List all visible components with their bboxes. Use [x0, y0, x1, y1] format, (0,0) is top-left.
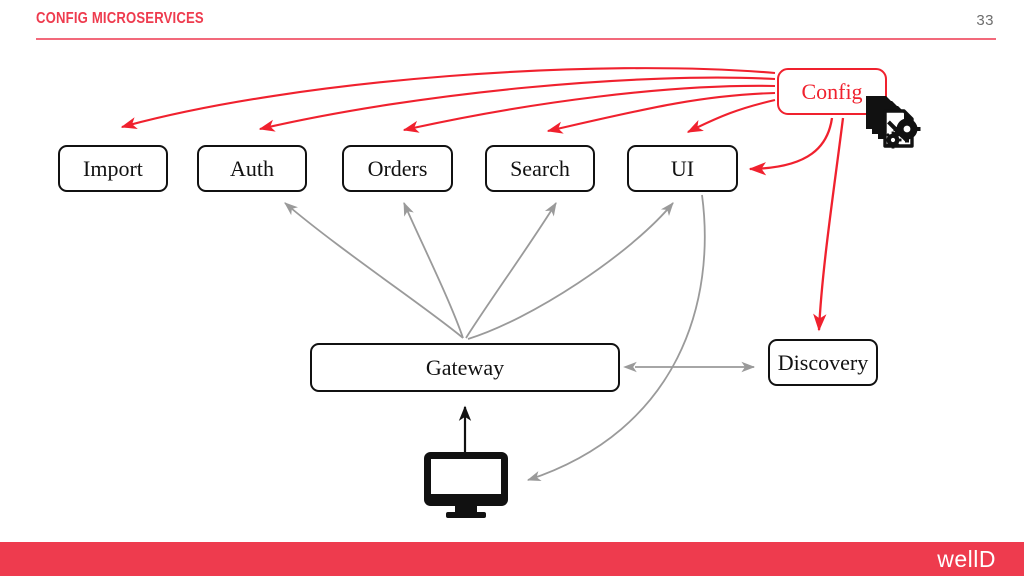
- page-title: CONFIG MICROSERVICES: [36, 10, 204, 27]
- desktop-monitor-icon: [424, 452, 508, 520]
- node-label: Import: [83, 155, 143, 181]
- node-gateway[interactable]: Gateway: [310, 343, 620, 392]
- brand-logo: wellD: [937, 546, 996, 572]
- edge-config-to-discovery: [813, 117, 845, 332]
- header-divider: [36, 38, 996, 40]
- node-search[interactable]: Search: [485, 145, 595, 192]
- node-label: Orders: [367, 155, 428, 181]
- node-discovery[interactable]: Discovery: [768, 339, 878, 386]
- node-label: UI: [670, 155, 695, 181]
- node-label: Auth: [230, 155, 274, 181]
- slide-footer: [0, 542, 1024, 576]
- node-auth[interactable]: Auth: [197, 145, 307, 192]
- slide-number: 33: [976, 12, 994, 29]
- edge-config-to-ui: [748, 117, 834, 176]
- slide-header: CONFIG MICROSERVICES 33: [0, 0, 1024, 44]
- node-label: Discovery: [777, 349, 869, 375]
- stacked-config-documents-gear-icon: [864, 90, 924, 150]
- edge-gateway-to-services: [284, 202, 674, 340]
- node-ui[interactable]: UI: [627, 145, 738, 192]
- edge-config-to-services: [120, 67, 776, 134]
- node-label: Search: [510, 155, 570, 181]
- edge-ui-to-client: [526, 194, 706, 482]
- node-label: Gateway: [425, 354, 505, 380]
- node-label: Config: [801, 78, 863, 104]
- node-orders[interactable]: Orders: [342, 145, 453, 192]
- node-import[interactable]: Import: [58, 145, 168, 192]
